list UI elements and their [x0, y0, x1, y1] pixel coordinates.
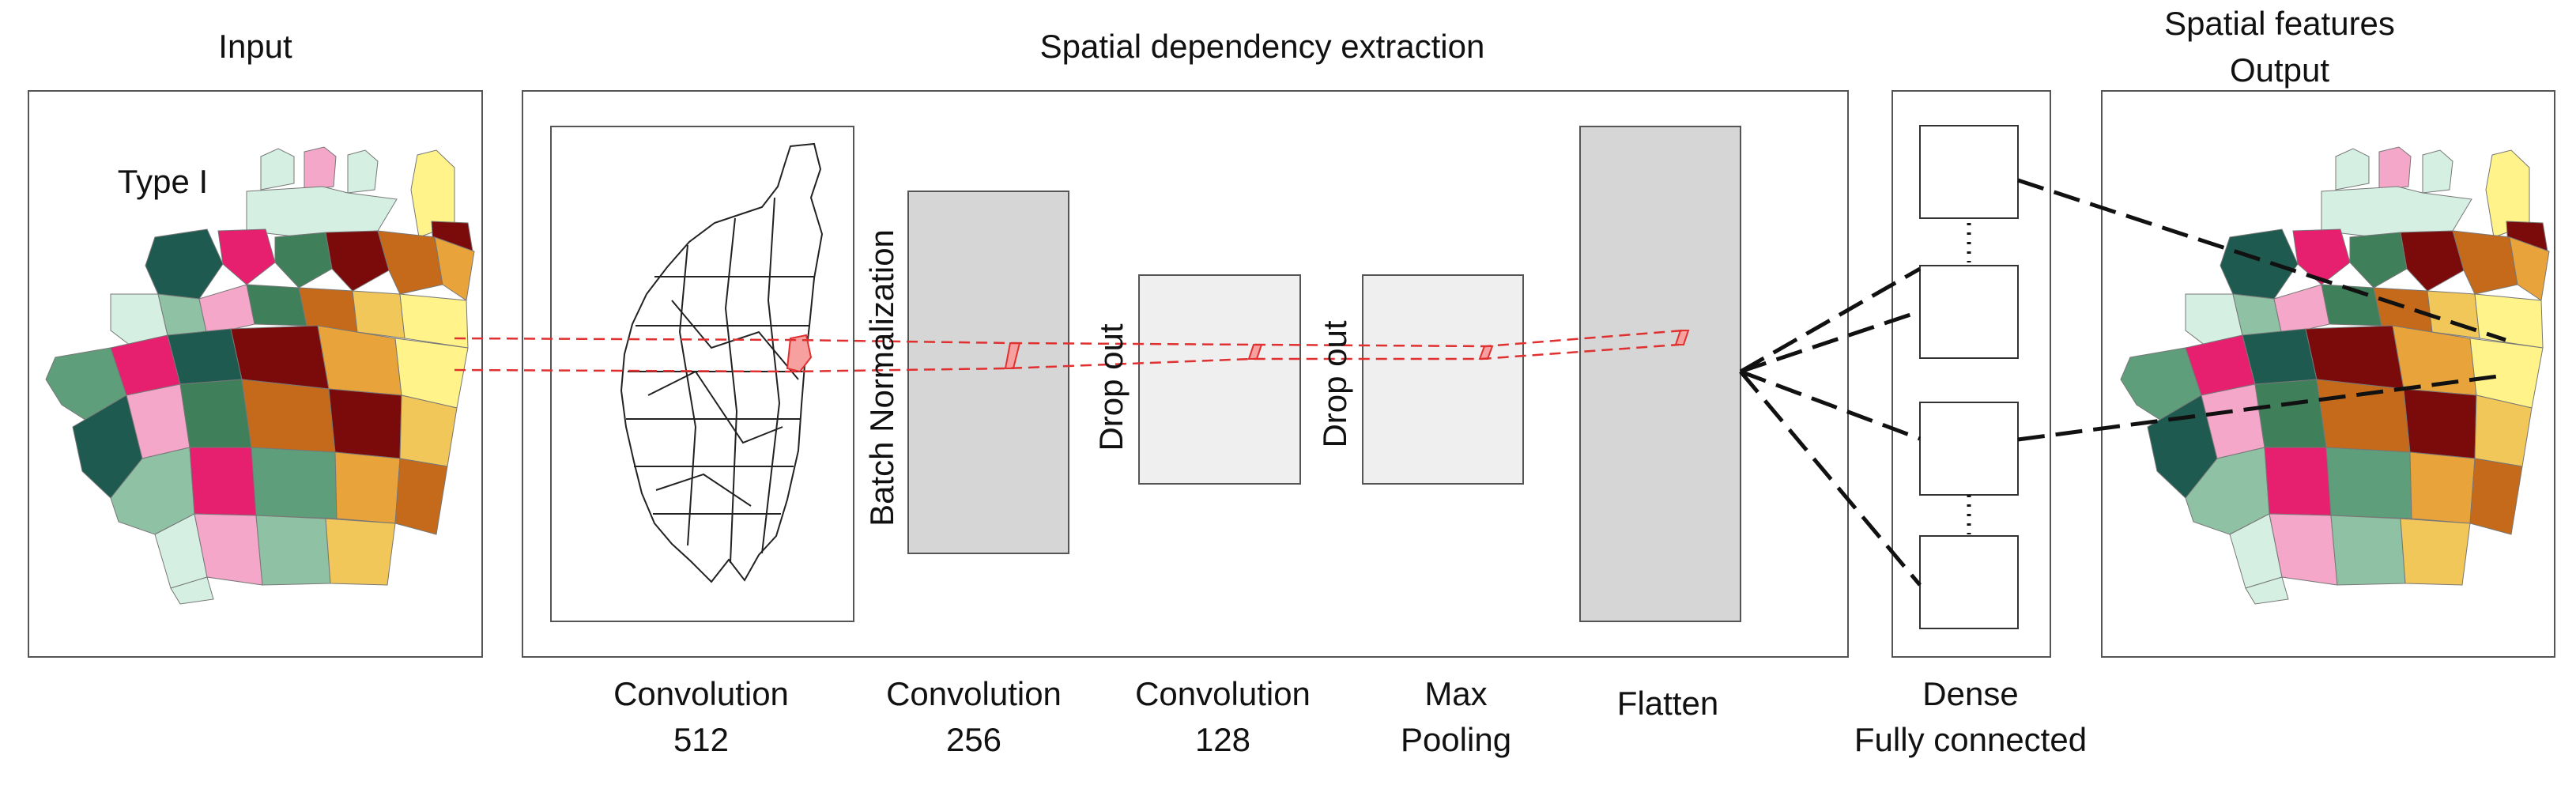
maxpool-label-line2: Pooling	[1401, 721, 1511, 758]
map-region-pink-1	[198, 284, 255, 336]
flatten-block	[1579, 126, 1741, 622]
dense-neuron-1	[1919, 125, 2019, 219]
conv256-block	[907, 191, 1069, 554]
map-region-orange-3	[241, 379, 336, 453]
dense-label-line2: Fully connected	[1854, 721, 2087, 758]
dense-neuron-4	[1919, 535, 2019, 629]
flatten-to-dense-connectors	[1739, 266, 1922, 587]
dense-neuron-3	[1919, 402, 2019, 496]
dense-neuron-2	[1919, 265, 2019, 359]
dropout-label-2: Drop out	[1316, 320, 1353, 447]
dense-label-line1: Dense	[1922, 675, 2018, 712]
conv512-label-line1: Convolution	[613, 675, 789, 712]
map-region-orange-2	[298, 287, 358, 333]
map-region-darkred-1	[325, 230, 390, 292]
batch-normalization-label: Batch Normalization	[863, 229, 900, 526]
maxpool-block	[1362, 274, 1524, 485]
input-map: Type I	[45, 146, 475, 605]
map-region-teal-2	[167, 328, 243, 385]
map-region-pink-north	[304, 146, 337, 191]
extraction-header: Spatial dependency extraction	[1040, 28, 1485, 65]
output-header-line2: Output	[2230, 51, 2329, 89]
conv128-label-line1: Convolution	[1135, 675, 1311, 712]
map-region-green-2	[246, 284, 307, 326]
highlighted-cell-flatten	[1674, 330, 1690, 345]
conv128-block	[1138, 274, 1301, 485]
maxpool-label-line1: Max	[1424, 675, 1487, 712]
map-region-magenta-1	[217, 228, 276, 285]
extraction-panel	[522, 90, 1849, 658]
highlighted-cell-conv512	[786, 334, 813, 373]
map-region-darkred-3	[328, 388, 402, 459]
map-region-green-1	[274, 232, 333, 289]
trace-lines	[454, 329, 1684, 373]
conv512-frame	[550, 126, 854, 622]
conv256-label-line2: 256	[946, 721, 1001, 758]
dropout-label-1: Drop out	[1092, 323, 1130, 451]
conv128-label-line2: 128	[1195, 721, 1250, 758]
map-region-magenta-3	[189, 447, 257, 516]
input-panel	[28, 90, 483, 658]
map-region-green-4	[251, 447, 338, 519]
map-region-green-3	[179, 379, 252, 448]
output-header-line1: Spatial features	[2164, 5, 2395, 42]
map-region-gold-2	[352, 290, 405, 339]
map-region-mint-north-1	[260, 148, 295, 191]
dense-to-output-connectors	[2017, 178, 2506, 442]
map-region-mint-tail	[170, 576, 214, 605]
output-panel	[2101, 90, 2555, 658]
map-region-yellow-1	[399, 293, 469, 349]
map-region-gold-6	[325, 518, 396, 586]
input-map-label: Type I	[118, 163, 208, 200]
map-region-mint-upper	[246, 186, 398, 238]
map-region-gold-4	[399, 394, 458, 467]
map-region-mint-north-2	[347, 149, 379, 194]
map-region-gold-5	[334, 451, 401, 524]
conv256-label-line1: Convolution	[886, 675, 1062, 712]
map-region-teal-west-1	[145, 228, 224, 300]
conv512-label-line2: 512	[673, 721, 729, 758]
flatten-label-line1: Flatten	[1617, 685, 1718, 722]
dense-panel	[1891, 90, 2051, 658]
map-region-sage-3	[255, 515, 331, 586]
map-region-orange-1	[377, 230, 443, 295]
output-map	[2120, 146, 2550, 605]
map-region-orange-4	[394, 458, 448, 535]
input-header: Input	[218, 28, 292, 65]
